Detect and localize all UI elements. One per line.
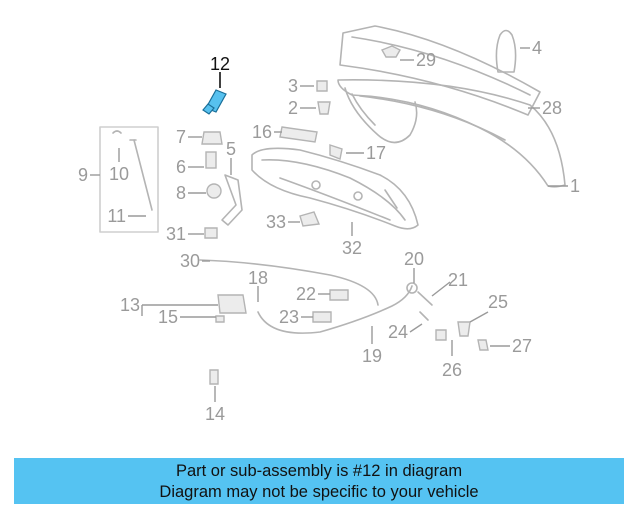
label-33: 33 (266, 212, 286, 232)
label-8: 8 (176, 183, 186, 203)
leader-lines (90, 47, 568, 402)
label-26: 26 (442, 360, 462, 380)
label-29: 29 (416, 50, 436, 70)
parts-diagram: 12 3 2 4 29 28 1 16 17 7 6 8 5 9 10 11 3… (78, 25, 580, 424)
label-6: 6 (176, 157, 186, 177)
label-20: 20 (404, 249, 424, 269)
hood-rear-panel (339, 25, 541, 116)
gas-strut-box (99, 126, 159, 233)
label-28: 28 (542, 98, 562, 118)
label-27: 27 (512, 336, 532, 356)
label-3: 3 (288, 76, 298, 96)
part-4-cover (495, 29, 517, 73)
label-1: 1 (570, 176, 580, 196)
banner-line-2: Diagram may not be specific to your vehi… (159, 483, 479, 501)
label-30: 30 (180, 251, 200, 271)
label-18: 18 (248, 268, 268, 288)
label-12: 12 (210, 54, 230, 74)
label-25: 25 (488, 292, 508, 312)
label-17: 17 (366, 143, 386, 163)
info-banner: Part or sub-assembly is #12 in diagram D… (14, 458, 624, 504)
label-21: 21 (448, 270, 468, 290)
label-23: 23 (279, 307, 299, 327)
label-5: 5 (226, 139, 236, 159)
hood-inner-frame (251, 147, 419, 230)
label-11: 11 (107, 206, 126, 226)
label-15: 15 (158, 307, 178, 327)
label-13: 13 (120, 295, 140, 315)
part-labels: 12 3 2 4 29 28 1 16 17 7 6 8 5 9 10 11 3… (78, 38, 580, 424)
hardware-parts (201, 80, 343, 239)
label-7: 7 (176, 127, 186, 147)
hood-panel (337, 79, 566, 188)
label-4: 4 (532, 38, 542, 58)
part-12-highlighted (202, 89, 227, 115)
label-9: 9 (78, 165, 88, 185)
label-16: 16 (252, 122, 272, 142)
label-19: 19 (362, 346, 382, 366)
label-2: 2 (288, 98, 298, 118)
label-22: 22 (296, 284, 316, 304)
latch-parts (209, 289, 489, 385)
label-10: 10 (109, 164, 129, 184)
label-32: 32 (342, 238, 362, 258)
banner-line-1: Part or sub-assembly is #12 in diagram (175, 462, 463, 480)
release-cable (199, 259, 433, 334)
label-31: 31 (166, 224, 186, 244)
label-14: 14 (205, 404, 225, 424)
label-24: 24 (388, 322, 408, 342)
